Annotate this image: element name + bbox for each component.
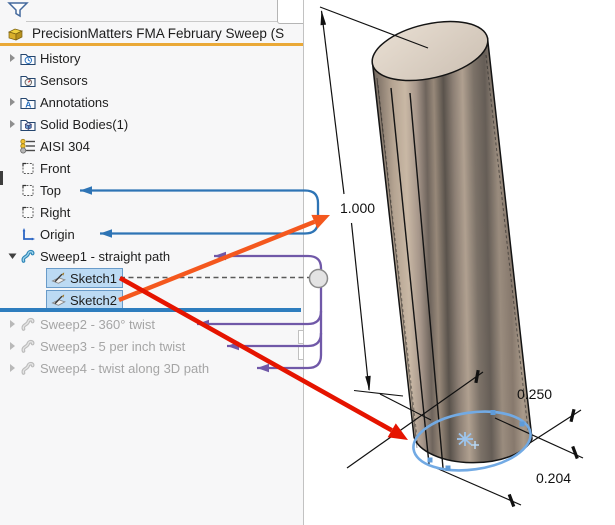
tree-item-sweep1[interactable]: Sweep1 - straight path [6,245,170,267]
sketch-handle[interactable] [427,457,433,463]
expand-arrow-icon[interactable] [6,341,19,351]
tree-item-label: Right [40,204,71,220]
selection-highlight: Sketch1 [46,268,123,288]
plane-icon [19,182,37,198]
sketch-icon [49,270,67,286]
origin-icon [19,226,37,242]
tree-item-right-plane[interactable]: Right [6,201,70,223]
tree-item-label: Front [40,160,71,176]
model-cylinder[interactable] [366,11,533,469]
tree-item-solid-bodies[interactable]: Solid Bodies(1) [6,113,128,135]
part-gold-icon [6,26,24,42]
panel-splitter-notch[interactable] [298,330,303,344]
tree-item-label: Annotations [40,94,109,110]
tree-item-label: Sketch1 [70,270,117,286]
material-icon [19,138,37,154]
panel-splitter-notch[interactable] [298,346,303,360]
tree-item-label: AISI 304 [40,138,90,154]
leader-dot-handle [308,268,329,289]
tree-item-sketch1[interactable]: Sketch1 [46,267,123,289]
dim-250-text[interactable]: 0.250 [517,386,552,402]
dim-204-text[interactable]: 0.204 [536,470,571,486]
tree-item-top-plane[interactable]: Top [6,179,61,201]
height-dimension[interactable]: 1.000 [319,6,429,397]
rollback-bar[interactable] [0,308,301,312]
tree-item-label: Origin [40,226,75,242]
expand-arrow-icon[interactable] [6,119,19,129]
expand-arrow-icon[interactable] [6,97,19,107]
sketch-circle-selected[interactable] [410,405,535,478]
expand-arrow-icon[interactable] [6,53,19,63]
panel-edge-mark [0,171,3,185]
tree-item-label: Top [40,182,61,198]
filter-separator [26,21,303,22]
sketch-handle[interactable] [445,465,451,471]
sketch-handle[interactable] [490,410,496,415]
sketch-icon [49,292,67,308]
sweep-icon [19,360,37,376]
sketch-handle[interactable] [519,421,525,427]
dim-height-text[interactable]: 1.000 [340,200,375,216]
tree-item-sweep2[interactable]: Sweep2 - 360° twist [6,313,155,335]
sweep-icon [19,338,37,354]
sweep-icon [19,316,37,332]
tree-item-part[interactable]: PrecisionMatters FMA February Sweep (S [6,24,284,43]
tree-item-sensors[interactable]: Sensors [6,69,88,91]
tree-item-sweep3[interactable]: Sweep3 - 5 per inch twist [6,335,185,357]
solid-bodies-folder-icon [19,116,37,132]
part-name: PrecisionMatters FMA February Sweep (S [32,26,285,41]
tree-item-sweep4[interactable]: Sweep4 - twist along 3D path [6,357,209,379]
diameter-dimension-204[interactable]: 0.204 [426,408,584,508]
tree-item-sketch2[interactable]: Sketch2 [46,289,123,311]
plane-icon [19,204,37,220]
svg-text:A: A [25,99,31,109]
tree-item-label: Sweep3 - 5 per inch twist [40,338,186,354]
plus-marker-icon [471,441,479,449]
annotations-folder-icon: A [19,94,37,110]
expand-arrow-icon[interactable] [6,319,19,329]
arrowhead-red-icon [387,423,408,440]
tree-item-label: Solid Bodies(1) [40,116,129,132]
tree-item-history[interactable]: History [6,47,80,69]
tree-item-front-plane[interactable]: Front [6,157,70,179]
part-name-underline [0,43,303,46]
diameter-dimension-250[interactable]: 0.250 [346,369,552,469]
expand-arrow-icon[interactable] [6,363,19,373]
tree-item-label: Sketch2 [70,292,117,308]
panel-corner-box [277,0,303,24]
sweep-icon [19,248,37,264]
arrowhead-orange-icon [311,214,330,229]
tree-item-label: Sweep4 - twist along 3D path [40,360,210,376]
feature-tree-panel: PrecisionMatters FMA February Sweep (S H… [0,0,304,525]
plane-icon [19,160,37,176]
history-folder-icon [19,50,37,66]
tree-item-label: Sweep2 - 360° twist [40,316,156,332]
tree-item-label: History [40,50,81,66]
selection-highlight: Sketch2 [46,290,123,310]
tree-item-label: Sweep1 - straight path [40,248,171,264]
tree-item-material[interactable]: AISI 304 [6,135,90,157]
collapse-arrow-icon[interactable] [6,251,19,261]
tree-item-origin[interactable]: Origin [6,223,75,245]
sensors-folder-icon [19,72,37,88]
filter-funnel-icon[interactable] [7,1,29,20]
tree-item-annotations[interactable]: A Annotations [6,91,109,113]
asterisk-point-icon [457,432,473,446]
tree-item-label: Sensors [40,72,88,88]
